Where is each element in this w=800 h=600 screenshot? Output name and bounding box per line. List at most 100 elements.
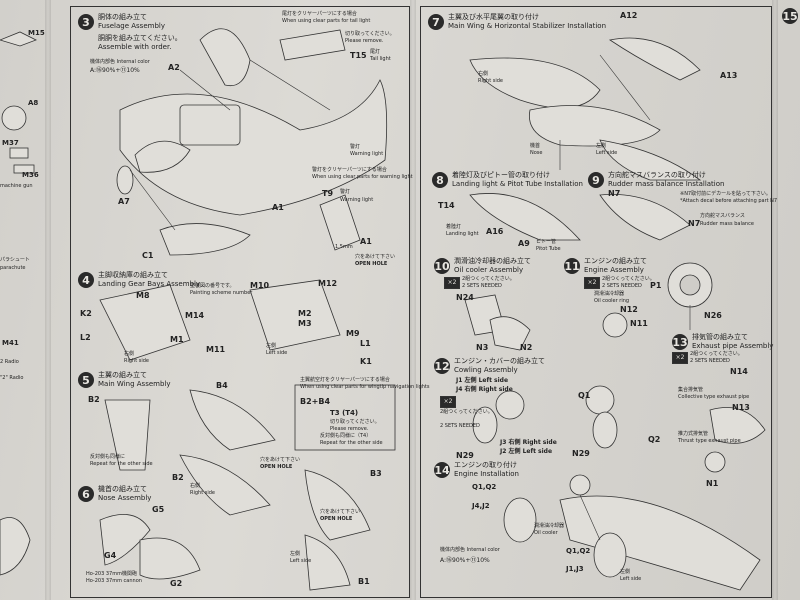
tail-light-detail (279, 29, 346, 61)
landing-light-ja: 着陸灯 (446, 224, 462, 230)
wing-engine-mount (559, 495, 761, 591)
wing-left (599, 139, 702, 181)
step-12-title-en: Cowling Assembly (454, 366, 518, 374)
step-8-title-ja: 着陸灯及びピトー管の取り付け (452, 171, 550, 179)
nose-g2 (139, 537, 201, 580)
step-4-title-ja: 主脚収納庫の組み立て (98, 271, 168, 279)
s7-left-ja: 左側 (596, 143, 607, 149)
part-n11: N11 (630, 319, 648, 328)
part-b3: B3 (370, 469, 382, 478)
x2-badge: ×2 (672, 352, 688, 364)
thrust-en: Thrust type exhaust pipe (678, 438, 741, 444)
clear-parts-box (294, 384, 396, 451)
s7-left-en: Left side (596, 150, 618, 156)
warning-light-detail (319, 194, 361, 251)
j4-label: J4 右側 Right side (456, 386, 513, 393)
right-side-ja: 右側 (124, 351, 135, 357)
wing-left-ja: 左側 (290, 551, 301, 557)
part-n7-top: N7 (608, 189, 621, 198)
wing-b1 (304, 534, 351, 591)
step-15-number: 15 (782, 8, 798, 24)
warn-clear-en: When using clear parts for warning light (312, 174, 413, 180)
step-5-title-ja: 主翼の組み立て (98, 371, 147, 379)
radio-label: 2 Radio (0, 359, 19, 365)
j3-label: J3 右側 Right side (500, 439, 557, 446)
part-n24: N24 (456, 293, 474, 302)
right-side-en: Right side (124, 358, 149, 364)
left-side-en: Left side (266, 350, 288, 356)
pitot-ja: ピトー管 (536, 239, 557, 245)
decal-ja: ※N7取付前にデカールを貼って下さい。 (680, 191, 771, 197)
part-q1: Q1 (578, 391, 591, 400)
wing-right (469, 57, 601, 109)
wing-b3 (304, 469, 371, 541)
part-a16: A16 (486, 227, 504, 236)
part-n3: N3 (476, 343, 489, 352)
strip-part (0, 31, 37, 47)
remove-en: Please remove. (345, 38, 384, 44)
parachute-en: parachute (0, 265, 26, 271)
part-a12: A12 (620, 11, 638, 20)
cowling-ring (472, 406, 498, 444)
step-4-number: 4 (78, 272, 94, 288)
dim-label: 1.5mm (335, 244, 353, 250)
step-6-number: 6 (78, 486, 94, 502)
part-m37: M37 (2, 139, 19, 147)
propeller-hub (569, 474, 591, 496)
x2-badge: ×2 (444, 277, 460, 289)
part-g5: G5 (152, 505, 165, 514)
cowling-ring-2 (592, 411, 618, 449)
s7-right-ja: 右側 (478, 71, 489, 77)
oil-cooler-ring (602, 312, 628, 338)
part-k2: K2 (80, 309, 92, 318)
pitot-en: Pitot Tube (536, 246, 561, 252)
gear-bay-right (99, 284, 191, 361)
cannon-ja: Ho-203 37mm機関砲 (86, 571, 137, 577)
oil-ring-ja: 潤滑油冷却器 (594, 291, 625, 297)
part-g2: G2 (170, 579, 183, 588)
tail-clear-en: When using clear parts for tail light (282, 18, 371, 24)
wing-open2-en: OPEN HOLE (320, 516, 353, 522)
page-fold (45, 0, 51, 600)
part-a8: A8 (28, 99, 39, 107)
step-9-title-en: Rudder mass balance Installation (608, 180, 725, 188)
s11-needed-ja: 2組つくってください。 (602, 276, 655, 282)
oil-ring-en: Oil cooler ring (594, 298, 630, 304)
landing-light-en: Landing light (446, 231, 479, 237)
x2-badge: ×2 (584, 277, 600, 289)
part-n14: N14 (730, 367, 748, 376)
wing-repeat-en: Repeat for the other side (320, 440, 383, 446)
part-a1-detail: A1 (360, 237, 372, 246)
tail-clear-ja: 尾灯をクリヤーパーツにする場合 (282, 11, 357, 17)
part-n7: N7 (688, 219, 701, 228)
part-a7: A7 (118, 197, 130, 206)
collective-en: Collective type exhaust pipe (678, 394, 750, 400)
strip-part (9, 147, 29, 159)
scheme-ja: 塗装図の番号です。 (190, 283, 235, 289)
part-m12: M12 (318, 279, 338, 288)
step-7-title-ja: 主翼及び水平尾翼の取り付け (448, 13, 539, 21)
step-4-title-en: Landing Gear Bays Assembly (98, 280, 201, 288)
part-a2: A2 (168, 63, 180, 72)
s10-needed-ja: 2組つくってください。 (462, 276, 515, 282)
s14-left-ja: 左側 (620, 569, 631, 575)
strip-part (13, 164, 35, 174)
step-9-number: 9 (588, 172, 604, 188)
part-m9: M9 (346, 329, 360, 338)
cowling-front (495, 390, 525, 420)
step-3-note-ja: 胴胴を組み立てください。 (98, 34, 182, 42)
mass-en: Rudder mass balance (700, 221, 754, 227)
part-a9: A9 (518, 239, 530, 248)
wing-remove-ja: 切り取ってください。 (330, 419, 380, 425)
step-6-title-en: Nose Assembly (98, 494, 152, 502)
oil-cooler-part (489, 316, 531, 351)
cannon-en: Ho-203 37mm cannon (86, 578, 142, 584)
wing-open-ja: 穴をあけて下さい (260, 457, 301, 463)
wing-repeat-ja: 反対側も同様に（T4） (320, 433, 372, 439)
step-14-title-ja: エンジンの取り付け (454, 461, 517, 469)
remove-ja: 切り取ってください。 (345, 31, 395, 37)
warn-clear-ja: 警灯をクリヤーパーツにする場合 (312, 167, 387, 173)
exhaust-pipe (709, 407, 766, 444)
s13-needed-ja: 2組つくってください。 (690, 351, 743, 357)
step-5-number: 5 (78, 372, 94, 388)
